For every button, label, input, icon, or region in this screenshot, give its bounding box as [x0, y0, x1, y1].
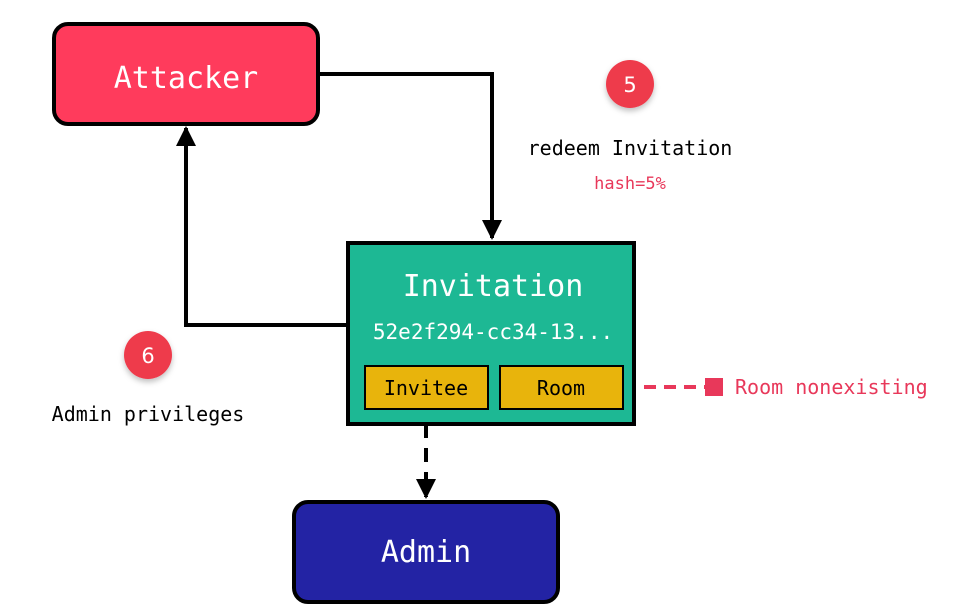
invitee-label: Invitee: [384, 376, 468, 400]
step-6-badge: 6: [124, 331, 172, 379]
step-6-text: Admin privileges: [52, 402, 245, 426]
step-5-badge: 5: [606, 60, 654, 108]
connector-end-square: [705, 378, 723, 396]
step-6-number: 6: [141, 344, 154, 368]
arrow-invitation-to-attacker: [176, 126, 348, 327]
room-field: Room: [499, 365, 624, 410]
room-label: Room: [537, 376, 585, 400]
invitation-label: Invitation: [403, 269, 584, 304]
invitee-field: Invitee: [364, 365, 489, 410]
invitation-id: 52e2f294-cc34-13...: [373, 320, 613, 344]
step-5-number: 5: [623, 73, 636, 97]
arrow-attacker-to-invitation: [318, 72, 502, 240]
invitation-node: Invitation 52e2f294-cc34-13... Invitee R…: [346, 241, 636, 426]
attacker-node: Attacker: [52, 22, 320, 126]
admin-label: Admin: [381, 535, 471, 570]
step-5-subtext: hash=5%: [594, 174, 666, 194]
step-5-text: redeem Invitation: [528, 136, 733, 160]
admin-node: Admin: [292, 500, 560, 604]
attacker-label: Attacker: [114, 61, 259, 96]
room-nonexisting-note: Room nonexisting: [735, 375, 928, 399]
